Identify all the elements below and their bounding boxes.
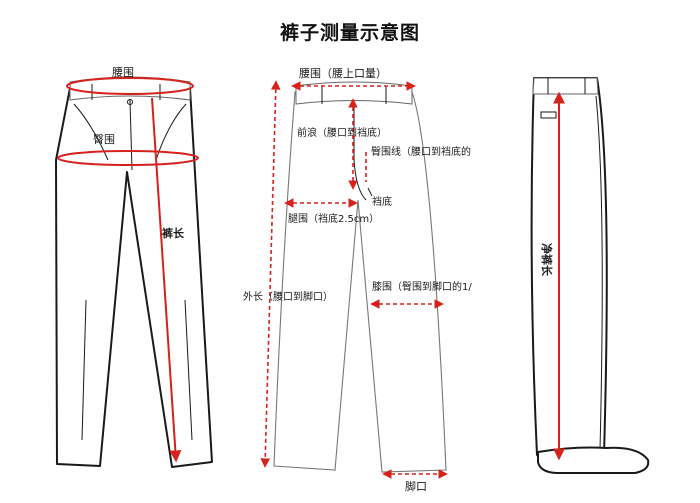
middle-pants-outline: [273, 91, 447, 473]
left-waist-measure: [66, 77, 194, 95]
label-hem: 脚口: [405, 479, 427, 493]
middle-outseam-measure: [260, 80, 281, 468]
label-waist: 腰围: [112, 66, 134, 79]
label-hip-line: 臀围线（腰口到裆底的: [371, 145, 471, 158]
right-loops: [547, 78, 586, 94]
label-hip: 臀围: [93, 133, 115, 146]
left-length-measure: [151, 97, 182, 463]
label-length: 裤长: [161, 226, 185, 240]
left-fly-line: [129, 99, 133, 171]
label-thigh: 腿围（裆底2.5cm）: [288, 212, 379, 225]
diagram-title: 裤子测量示意图: [279, 22, 420, 44]
right-pants-figure: 净裤长: [530, 77, 650, 474]
label-inseam: 净裤长: [540, 243, 554, 277]
middle-pants-figure: 腰围（腰上口量） 前浪（腰口到裆底） 臀围线（腰口到裆底的 裆底 腿围（裆底2.…: [243, 67, 472, 493]
label-knee: 膝围（臀围到脚口的1/: [372, 280, 472, 293]
left-button: [127, 99, 133, 105]
left-pocket-right: [155, 103, 187, 161]
right-waistband: [532, 77, 599, 95]
label-waist-top: 腰围（腰上口量）: [299, 67, 387, 80]
left-crease-right: [184, 299, 193, 441]
left-crease-left: [81, 299, 87, 441]
left-pants-figure: 腰围 臀围 裤长: [55, 66, 213, 468]
label-crotch: 裆底: [372, 195, 392, 208]
left-hip-measure: [57, 150, 199, 166]
shoe: [537, 446, 650, 474]
left-pants-outline: [55, 87, 213, 468]
middle-crotch-pointer: [367, 187, 373, 197]
label-outseam: 外长（腰口到脚口）: [243, 290, 333, 303]
right-side-seam: [595, 95, 603, 451]
label-front-rise: 前浪（腰口到裆底）: [297, 126, 387, 139]
left-pocket-left: [73, 103, 109, 161]
